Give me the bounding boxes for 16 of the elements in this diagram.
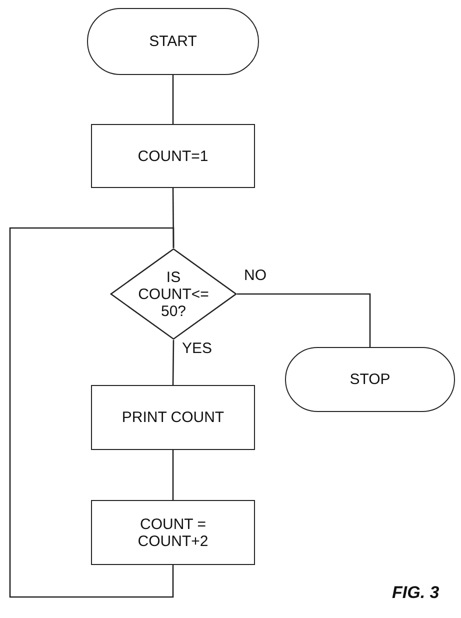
node-text: STOP	[350, 371, 390, 388]
connector-line	[9, 227, 174, 598]
connector-line	[172, 340, 174, 385]
connector-line	[237, 293, 371, 347]
node-text: IS COUNT<= 50?	[138, 268, 210, 320]
process-box	[91, 385, 255, 450]
connector-line	[172, 450, 174, 500]
process-box	[91, 124, 255, 188]
process-box	[91, 500, 255, 565]
node-text: PRINT COUNT	[122, 409, 224, 426]
figure-label: FIG. 3	[392, 582, 440, 604]
decision-diamond	[110, 248, 237, 340]
node-text: COUNT = COUNT+2	[136, 516, 210, 550]
connector-line	[172, 75, 174, 124]
node-text: COUNT=1	[138, 148, 208, 164]
node-text: START	[149, 33, 197, 50]
